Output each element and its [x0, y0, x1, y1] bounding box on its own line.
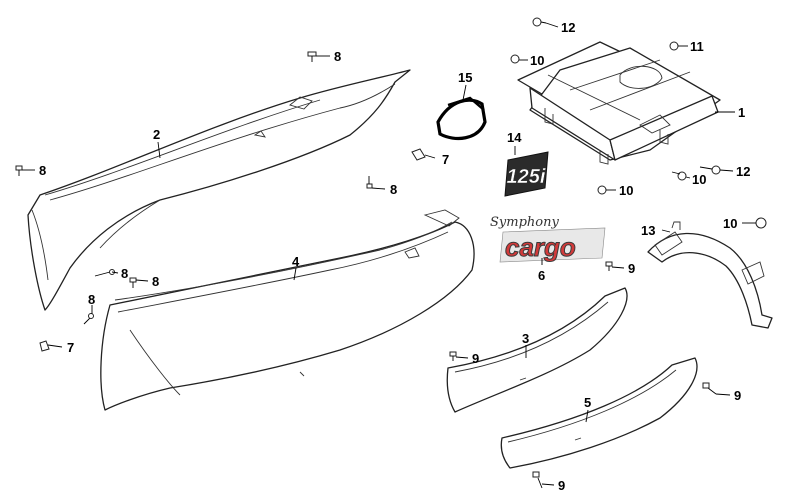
symphony-script: Symphony [490, 215, 559, 230]
callout-14: 14 [507, 130, 522, 145]
hardware [15, 17, 767, 489]
callout-labels: 1 2 3 4 5 6 7 7 8 8 8 8 8 8 9 9 9 9 10 1… [39, 20, 750, 493]
callout-9a: 9 [628, 261, 635, 276]
callout-7a: 7 [442, 152, 449, 167]
callout-6: 6 [538, 268, 545, 283]
screw-icon [129, 277, 137, 288]
bolt-icon [669, 41, 684, 51]
callout-13: 13 [641, 223, 655, 238]
screw-icon [83, 313, 94, 325]
callout-7b: 7 [67, 340, 74, 355]
part-5-side-skirt-lower [500, 357, 698, 469]
leader-lines [22, 22, 756, 486]
screw-icon [307, 51, 317, 62]
callout-9b: 9 [472, 351, 479, 366]
clip-icon [411, 148, 426, 161]
part-2-side-cover-upper [27, 69, 411, 311]
bolt-icon [597, 185, 607, 195]
callout-5: 5 [584, 395, 591, 410]
bolt-icon [671, 171, 687, 181]
callout-10b: 10 [619, 183, 633, 198]
callout-8b: 8 [39, 163, 46, 178]
part-14-125i-badge: 125i [504, 151, 549, 197]
callout-3: 3 [522, 331, 529, 346]
screw-icon [366, 176, 373, 189]
part-13-bracket [647, 221, 773, 329]
cargo-text: cargo [505, 232, 576, 262]
badge-125i-text: 125i [507, 166, 546, 188]
callout-1: 1 [738, 105, 745, 120]
callout-11: 11 [690, 39, 704, 54]
clip-icon [39, 340, 50, 352]
screw-icon [702, 382, 717, 395]
part-4-side-cover-lower [100, 209, 475, 411]
callout-12a: 12 [561, 20, 575, 35]
callout-8e: 8 [152, 274, 159, 289]
callout-2: 2 [153, 127, 160, 142]
callout-9c: 9 [734, 388, 741, 403]
bolt-icon [510, 54, 520, 64]
callout-10d: 10 [723, 216, 737, 231]
callout-15: 15 [458, 70, 472, 85]
callout-8f: 8 [88, 292, 95, 307]
part-6-cargo-decal: Symphony cargo [490, 215, 606, 263]
callout-9d: 9 [558, 478, 565, 493]
part-3-side-skirt-upper [446, 287, 628, 413]
screw-icon [94, 269, 115, 277]
screw-icon [449, 351, 457, 361]
bolt-icon [532, 17, 547, 27]
callout-8d: 8 [121, 266, 128, 281]
callout-4: 4 [292, 254, 300, 269]
callout-8a: 8 [334, 49, 341, 64]
part-15-grommet [436, 96, 487, 141]
screw-icon [605, 261, 613, 271]
bolt-icon [755, 217, 767, 229]
screw-icon [15, 165, 23, 176]
callout-10a: 10 [530, 53, 544, 68]
screw-icon [532, 471, 543, 489]
part-1-rear-rack [517, 41, 721, 165]
callout-8c: 8 [390, 182, 397, 197]
callout-10c: 10 [692, 172, 706, 187]
callout-12b: 12 [736, 164, 750, 179]
